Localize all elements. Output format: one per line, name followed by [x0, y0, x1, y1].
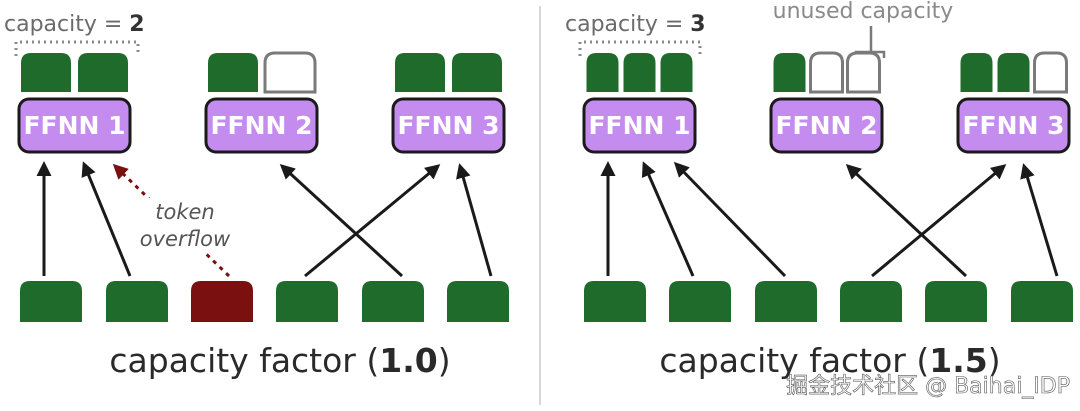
right-expert-ffnn-2: FFNN 2 [769, 97, 884, 154]
ffnn-box [17, 97, 132, 154]
right-capacity-slots [586, 51, 1068, 94]
ffnn-label: FFNN 2 [210, 111, 312, 140]
input-token [840, 281, 902, 322]
filled-capacity-slot [960, 53, 993, 92]
filled-capacity-slot [660, 53, 693, 92]
input-token [669, 281, 731, 322]
filled-capacity-slot [586, 53, 619, 92]
left-expert-ffnn-1: FFNN 1 [17, 97, 132, 154]
right-route-arrow [673, 161, 787, 278]
unused-capacity-slot [1033, 51, 1068, 94]
left-capacity-factor-label: capacity factor (1.0) [109, 341, 450, 380]
right-capacity-label: capacity = 3 [565, 12, 706, 37]
right-input-tokens [584, 281, 1073, 322]
filled-capacity-slot [21, 53, 71, 92]
input-token [362, 281, 424, 322]
right-expert-ffnn-1: FFNN 1 [582, 97, 697, 154]
filled-capacity-slot [208, 53, 258, 92]
input-token [20, 281, 82, 322]
input-token [925, 281, 987, 322]
right-route-arrow [845, 163, 968, 278]
input-token [106, 281, 168, 322]
left-panel: capacity = 2 FFNN 1 FFNN 2 FFNN 3 token … [4, 12, 509, 380]
left-route-arrow [279, 163, 404, 278]
input-token [584, 281, 646, 322]
overflow-label-line2: overflow [140, 227, 231, 251]
left-capacity-bracket [14, 40, 140, 56]
filled-capacity-slot [623, 53, 656, 92]
ffnn-box [391, 97, 506, 154]
left-input-tokens [20, 281, 509, 322]
overflow-label-line1: token [155, 200, 214, 224]
ffnn-box [582, 97, 697, 154]
right-route-arrow [641, 161, 695, 277]
left-route-arrow [456, 163, 493, 277]
filled-capacity-slot [773, 53, 806, 92]
input-token [447, 281, 509, 322]
right-route-arrow [1020, 163, 1059, 277]
ffnn-label: FFNN 1 [23, 111, 125, 140]
ffnn-box [204, 97, 319, 154]
ffnn-label: FFNN 3 [962, 111, 1064, 140]
left-capacity-label: capacity = 2 [4, 12, 145, 37]
ffnn-box [956, 97, 1071, 154]
input-token [276, 281, 338, 322]
watermark: 掘金技术社区 @ Baihai_IDP [786, 374, 1070, 399]
unused-capacity-slot [846, 51, 881, 94]
left-route-arrow [81, 161, 132, 277]
ffnn-box [769, 97, 884, 154]
right-expert-ffnn-3: FFNN 3 [956, 97, 1071, 154]
unused-capacity-slot [809, 51, 844, 94]
left-expert-ffnn-3: FFNN 3 [391, 97, 506, 154]
left-capacity-slots [21, 51, 502, 94]
right-panel: capacity = 3 unused capacity FFNN 1 FFNN… [565, 0, 1073, 380]
filled-capacity-slot [78, 53, 128, 92]
overflow-label-bg [130, 198, 240, 252]
right-route-arrow [871, 164, 1007, 278]
left-expert-ffnn-2: FFNN 2 [204, 97, 319, 154]
filled-capacity-slot [997, 53, 1030, 92]
right-capacity-bracket [578, 40, 702, 56]
overflow-token [191, 281, 253, 322]
unused-capacity-slot [263, 51, 317, 94]
unused-capacity-label: unused capacity [773, 0, 954, 24]
input-token [1011, 281, 1073, 322]
filled-capacity-slot [452, 53, 502, 92]
left-route-arrow [304, 164, 441, 278]
ffnn-label: FFNN 1 [588, 111, 690, 140]
right-capacity-factor-label: capacity factor (1.5) [659, 341, 1000, 380]
ffnn-label: FFNN 2 [775, 111, 877, 140]
input-token [755, 281, 817, 322]
ffnn-label: FFNN 3 [397, 111, 499, 140]
filled-capacity-slot [395, 53, 445, 92]
